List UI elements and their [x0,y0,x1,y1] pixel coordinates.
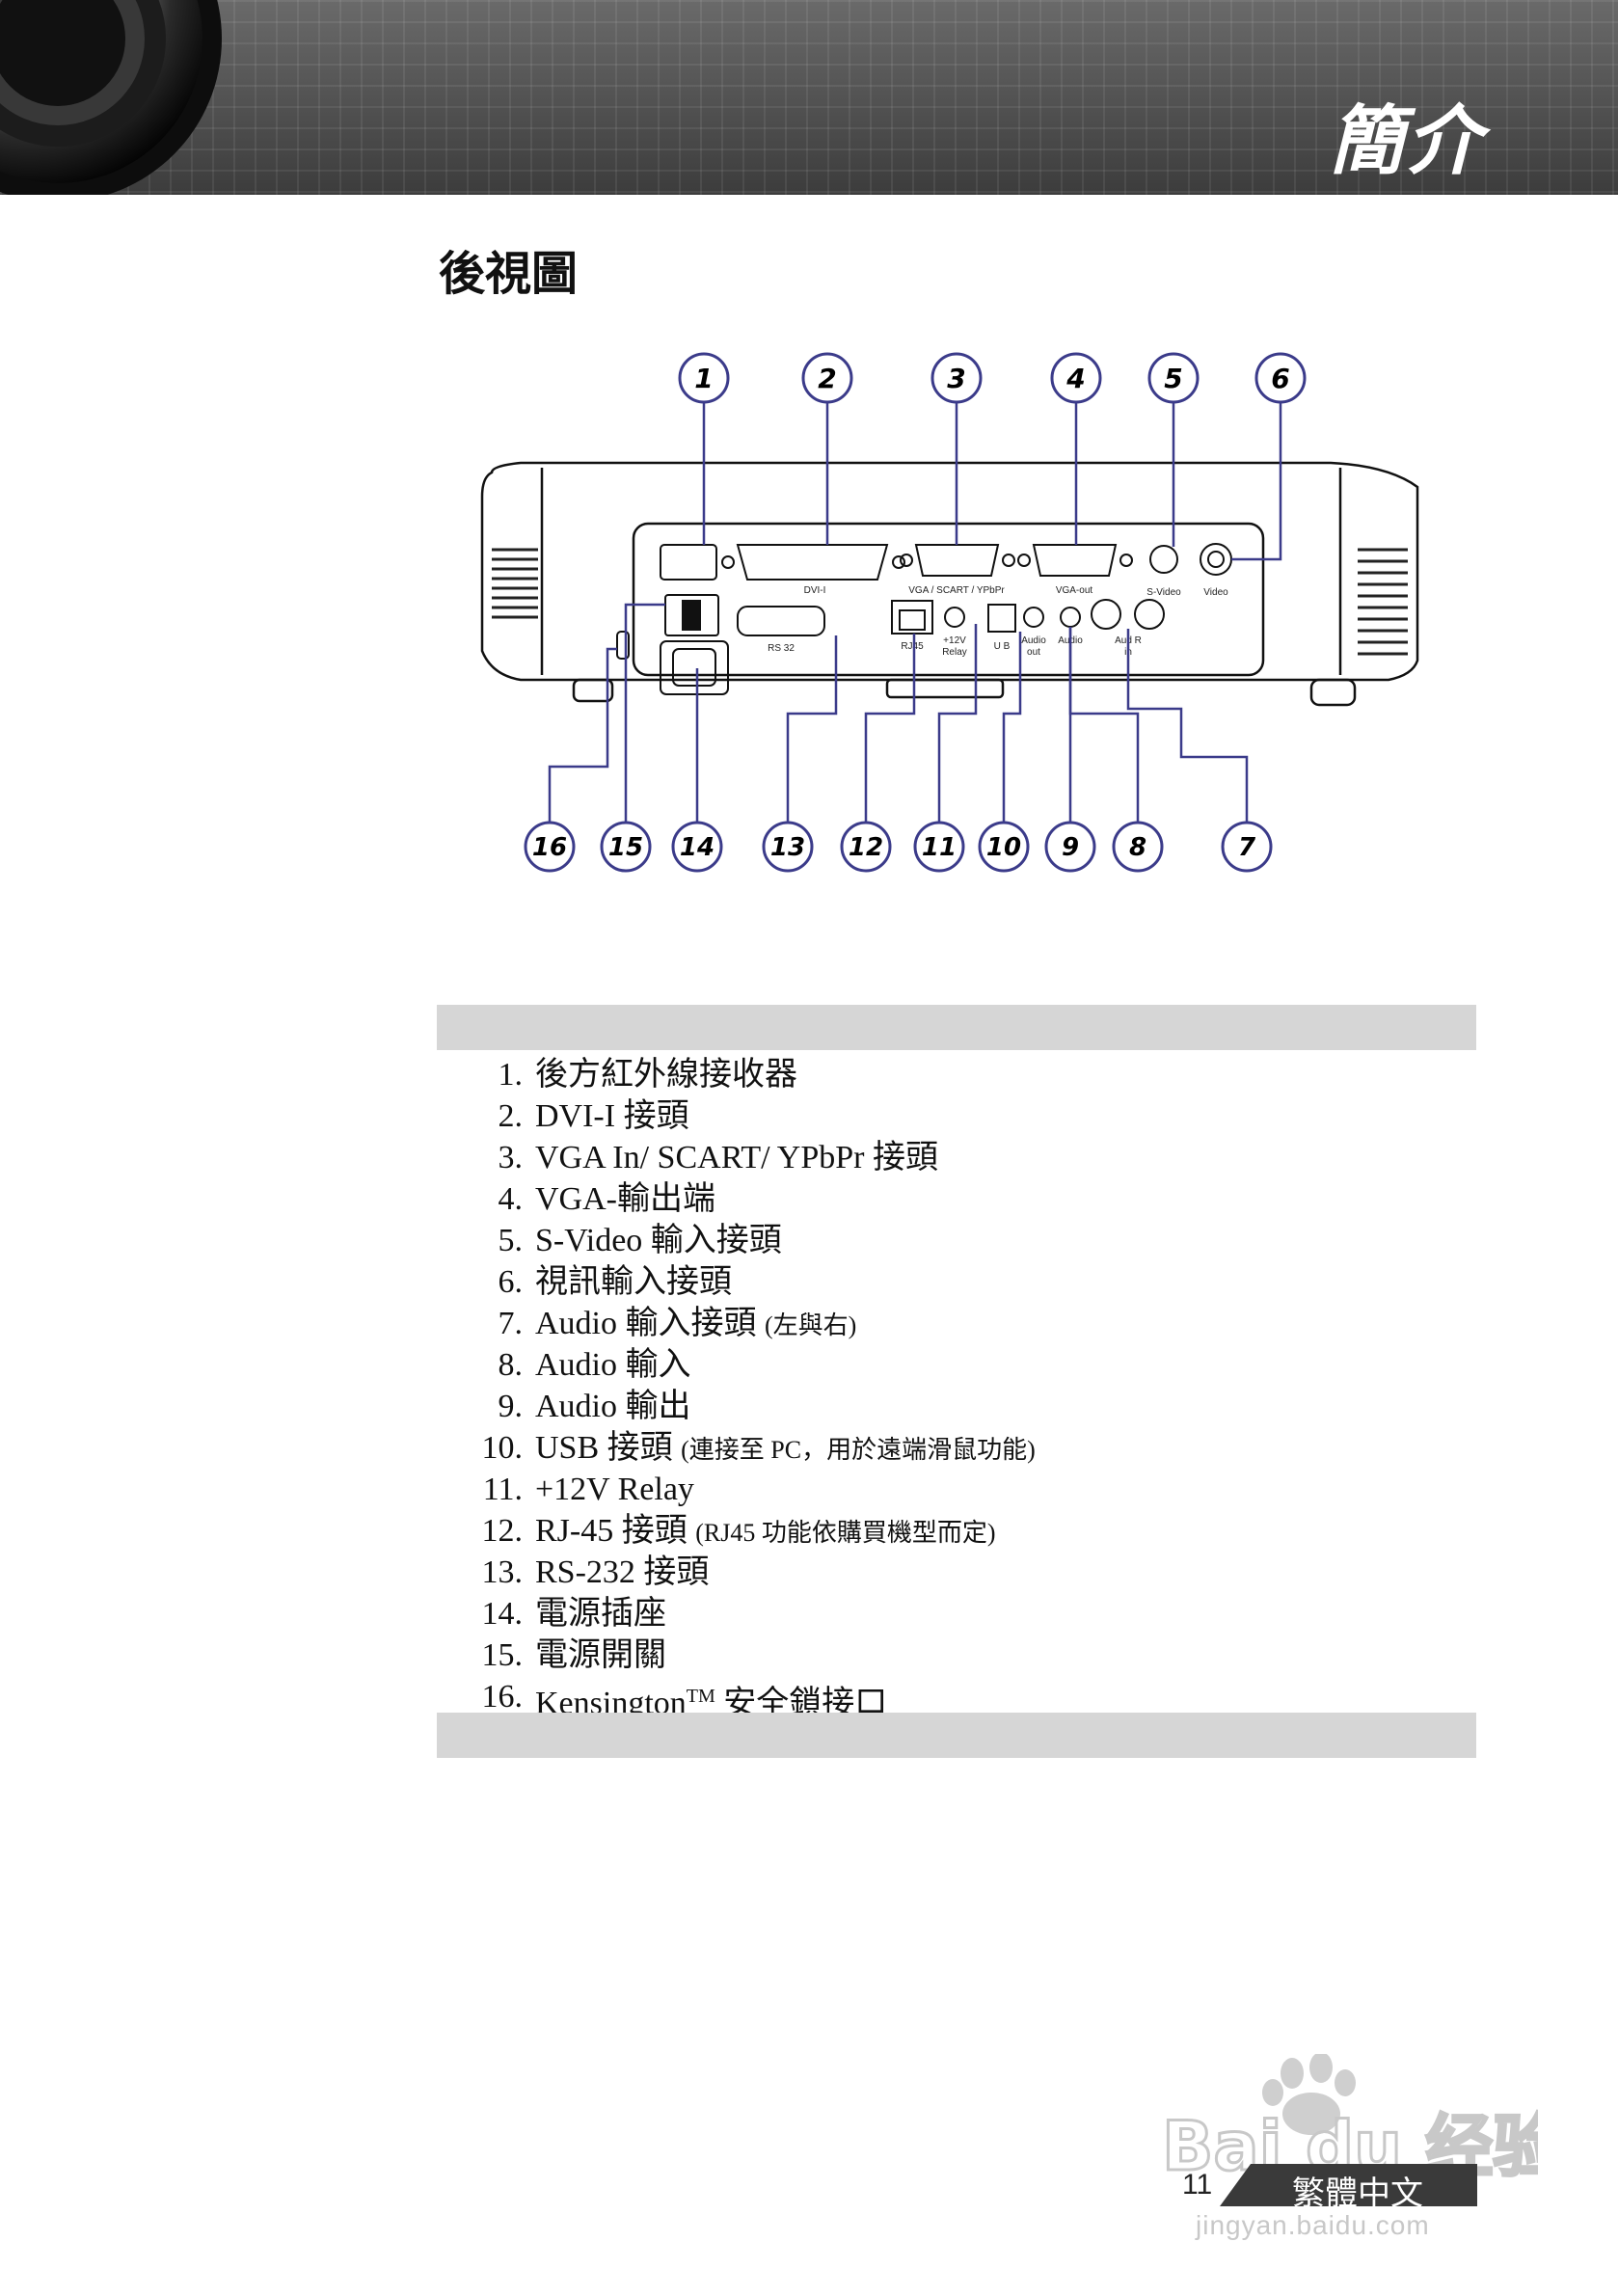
svg-text:10: 10 [986,833,1021,862]
svg-text:6: 6 [1271,363,1289,394]
svg-text:9: 9 [1062,833,1079,862]
ir-receiver [660,544,717,581]
callout-3: 3 [930,352,983,404]
svg-text:15: 15 [608,833,643,862]
callout-14: 14 [671,821,723,873]
rear-view-diagram: DVI-I VGA / SCART / YPbPr VGA-out S-Vide… [480,352,1419,873]
section-title: 後視圖 [439,247,579,301]
callout-6: 6 [1254,352,1307,404]
foot-middle [885,678,1005,699]
svg-text:16: 16 [532,833,567,862]
label-svideo: S-Video [1146,587,1181,598]
svg-text:3: 3 [947,363,965,394]
svg-text:8: 8 [1129,833,1146,862]
legend-bottom-bar [437,1713,1476,1758]
callouts-bottom: 16 15 14 13 12 11 10 9 8 7 [524,821,1273,873]
label-vga-in: VGA / SCART / YPbPr [908,585,1005,596]
callout-9: 9 [1044,821,1096,873]
label-rs232: RS 32 [768,643,795,654]
rj45-port [891,600,933,635]
relay-jack [944,607,965,628]
svg-text:5: 5 [1164,363,1182,394]
callout-5: 5 [1147,352,1200,404]
audio-r-jack [1134,599,1165,630]
rs232-port [737,606,825,636]
audio-l-jack [1091,599,1121,630]
callout-16: 16 [524,821,576,873]
callout-10: 10 [978,821,1030,873]
audio-in-jack [1060,607,1081,628]
label-relay-2: Relay [942,647,967,658]
label-usb: U B [994,641,1011,652]
footer-language-tab [1220,2164,1477,2206]
label-audio-out-2: out [1027,647,1040,658]
lens-graphic [0,0,222,195]
label-audio-out-1: Audio [1021,635,1046,646]
vent-right [1358,548,1408,656]
callout-2: 2 [801,352,853,404]
callout-12: 12 [840,821,892,873]
leader-lines [548,391,1282,844]
label-dvi: DVI-I [804,585,826,596]
callout-1: 1 [678,352,730,404]
power-switch [664,594,719,636]
kensington-slot [616,631,630,660]
page-number: 11 [1182,2169,1213,2201]
power-socket [660,640,729,695]
svg-text:2: 2 [818,363,836,394]
dvi-port [736,544,889,581]
foot-left [572,678,614,703]
footer-language: 繁體中文 [1292,2174,1423,2213]
video-port [1200,543,1232,576]
svg-text:7: 7 [1238,833,1256,862]
foot-right [1309,678,1357,707]
vga-out-port [1032,544,1118,577]
projector-body [480,461,1419,682]
vga-in-port [914,544,1000,577]
header-band: 簡介 [0,0,1618,195]
connector-panel [632,522,1265,677]
legend-top-bar [437,1005,1476,1050]
callout-13: 13 [762,821,814,873]
callout-11: 11 [913,821,965,873]
callout-7: 7 [1221,821,1273,873]
svg-text:4: 4 [1065,363,1085,394]
svg-text:1: 1 [694,363,713,394]
watermark-url: jingyan.baidu.com [1196,2210,1430,2240]
label-relay-1: +12V [943,635,966,646]
vent-left [492,548,538,619]
svg-text:14: 14 [680,833,715,862]
label-rj45: RJ45 [901,641,924,652]
svideo-port [1149,545,1178,574]
chapter-title: 簡介 [1328,98,1483,185]
label-vga-out: VGA-out [1056,585,1093,596]
callout-4: 4 [1050,352,1102,404]
callouts-top: 1 2 3 4 5 6 [678,352,1307,404]
audio-out-jack [1023,607,1044,628]
svg-text:11: 11 [922,833,957,862]
svg-text:12: 12 [849,833,883,862]
label-video: Video [1203,587,1228,598]
svg-text:13: 13 [770,833,805,862]
callout-8: 8 [1112,821,1164,873]
callout-15: 15 [600,821,652,873]
usb-port [987,604,1016,633]
